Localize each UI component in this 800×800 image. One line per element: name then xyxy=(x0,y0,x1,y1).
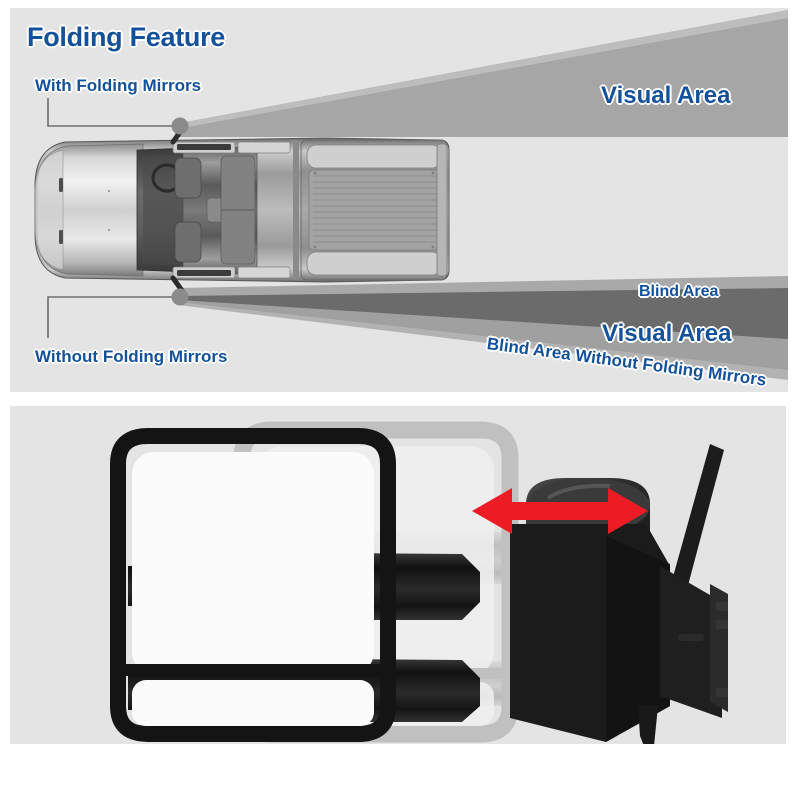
mirror-glass-lower xyxy=(132,680,374,726)
mirror-mount-clip-notches xyxy=(716,602,728,697)
label-visual-area-bottom: Visual Area xyxy=(602,320,732,347)
extend-retract-arrow xyxy=(472,488,648,534)
truck-roof-rail-upper xyxy=(177,144,231,150)
mirror-mount-lower-tab xyxy=(638,706,658,744)
truck-front-bumper xyxy=(34,149,64,271)
truck-hood-seam-left xyxy=(59,178,63,192)
callout-line-with-folding xyxy=(47,98,178,127)
truck-roof-rail-lower xyxy=(177,270,231,276)
pickup-truck-top-view xyxy=(34,126,450,294)
bottom-panel-mirror-extension xyxy=(10,406,786,744)
upper-visual-area-cone xyxy=(175,10,788,137)
truck-front-seat-right xyxy=(174,221,202,263)
truck-bed-rail-lower xyxy=(306,251,442,276)
mirror-mount-body-shade xyxy=(606,536,670,742)
truck-tailgate xyxy=(436,143,448,277)
truck-door-upper-rear xyxy=(237,141,291,154)
label-with-folding-mirrors: With Folding Mirrors xyxy=(35,76,202,95)
truck-hood-seam-right xyxy=(59,230,63,244)
arrow-shape xyxy=(472,488,648,534)
upper-visual-area-cone-highlight xyxy=(175,10,788,128)
truck-door-lower-rear xyxy=(237,266,291,279)
label-visual-area-top: Visual Area xyxy=(601,82,731,109)
mirror-glass-upper xyxy=(132,452,374,674)
truck-hood-dot-upper xyxy=(107,189,111,193)
page-title: Folding Feature xyxy=(27,22,226,52)
mirror-mount-gasket-blade xyxy=(666,444,724,608)
towing-mirror-assembly xyxy=(110,421,728,744)
mirror-glass-split-bar xyxy=(122,664,384,676)
truck-bed-ribs xyxy=(313,175,437,243)
truck-front-seat-left xyxy=(174,157,202,199)
label-without-folding-mirrors: Without Folding Mirrors xyxy=(35,347,228,366)
callout-line-without-folding xyxy=(47,296,178,338)
mirror-pivot-knob-highlight xyxy=(546,483,611,500)
mirror-mount-plate xyxy=(660,566,722,718)
label-blind-area: Blind Area xyxy=(639,283,719,300)
truck-bed-rail-upper xyxy=(306,144,442,169)
top-panel-blind-spot-diagram: Folding Feature With Folding Mirrors Wit… xyxy=(10,8,788,392)
mirror-mount-wire-pin xyxy=(678,634,704,641)
truck-cab-bed-gap xyxy=(293,140,299,280)
mirror-mount-plate-edge xyxy=(710,584,728,712)
mirror-housing-frame xyxy=(110,428,396,742)
truck-hood-dot-lower xyxy=(107,228,111,232)
truck-bed-tiedowns xyxy=(313,171,435,249)
